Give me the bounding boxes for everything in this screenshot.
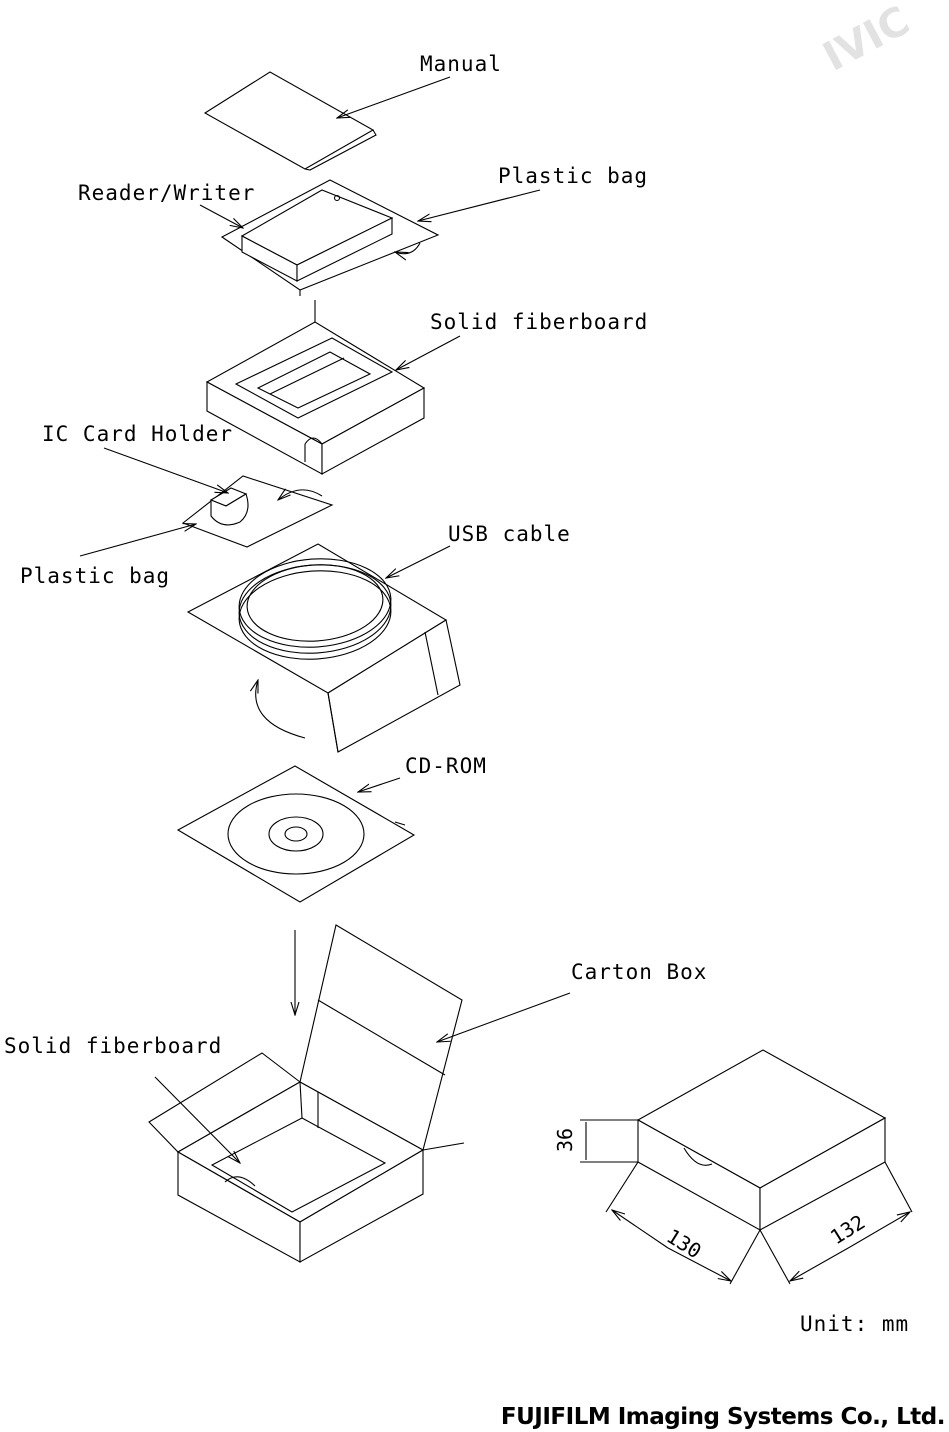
leader-cd-rom: [358, 778, 400, 792]
leader-solid-fiberboard-top: [396, 336, 460, 370]
unit-note: Unit: mm: [800, 1312, 909, 1336]
label-usb-cable: USB cable: [448, 522, 571, 546]
label-ic-card-holder: IC Card Holder: [42, 422, 233, 446]
leader-usb-cable: [386, 546, 450, 578]
leader-plastic-bag-mid: [80, 524, 196, 556]
leader-ic-card-holder: [104, 448, 228, 493]
carton-box-open-illustration: [149, 925, 464, 1262]
cd-rom-illustration: [178, 766, 414, 902]
label-plastic-bag-mid: Plastic bag: [20, 564, 170, 588]
solid-fiberboard-top-illustration: [207, 300, 424, 474]
leader-plastic-bag-top: [418, 190, 540, 221]
usb-cable-illustration: [188, 544, 460, 752]
label-solid-fiberboard-bottom: Solid fiberboard: [4, 1034, 222, 1058]
dimension-height: 36: [553, 1128, 577, 1152]
label-reader-writer: Reader/Writer: [78, 181, 255, 205]
watermark-text: IVIC: [816, 0, 917, 81]
label-cd-rom: CD-ROM: [405, 754, 487, 778]
label-carton-box: Carton Box: [571, 960, 707, 984]
dimension-width: 130: [662, 1224, 705, 1263]
manual-illustration: [205, 72, 376, 170]
leader-manual: [337, 77, 450, 118]
label-manual: Manual: [420, 52, 502, 76]
company-logo: FUJIFILM Imaging Systems Co., Ltd.: [501, 1404, 945, 1430]
label-solid-fiberboard-top: Solid fiberboard: [430, 310, 648, 334]
dimension-depth: 132: [826, 1210, 869, 1249]
label-plastic-bag-top: Plastic bag: [498, 164, 648, 188]
leader-reader-writer: [200, 205, 243, 228]
carton-box-closed-illustration: [580, 1050, 912, 1284]
ic-card-holder-illustration: [183, 476, 332, 547]
